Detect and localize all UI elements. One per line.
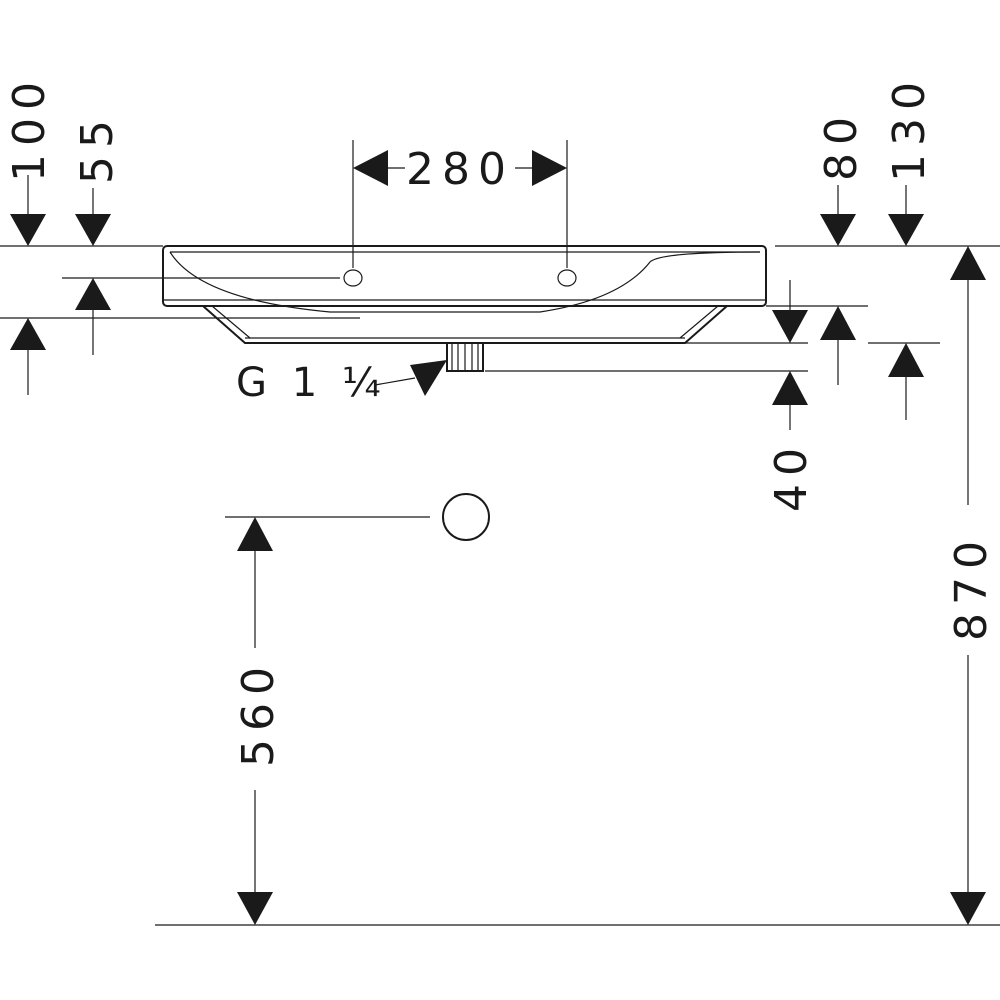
dimension-40: 40 xyxy=(766,280,817,512)
dim-560-label: 560 xyxy=(233,659,284,767)
dim-55-label: 55 xyxy=(72,112,123,184)
waste-outlet-circle xyxy=(442,493,490,541)
tap-hole-left xyxy=(343,269,363,287)
dim-870-label: 870 xyxy=(946,533,997,641)
dimension-560: 560 xyxy=(233,517,284,925)
dimension-280: 280 xyxy=(353,144,567,195)
dimension-130: 130 xyxy=(884,74,935,420)
tap-hole-right xyxy=(557,269,577,287)
extension-lines xyxy=(0,140,1000,926)
dimension-100: 100 xyxy=(4,74,55,395)
dim-40-label: 40 xyxy=(766,440,817,512)
dim-130-label: 130 xyxy=(884,74,935,182)
drain-thread-label: G 1 ¼ xyxy=(236,360,387,406)
dim-80-label: 80 xyxy=(816,109,867,181)
drain-thread-callout: G 1 ¼ xyxy=(236,360,447,406)
dimension-55: 55 xyxy=(72,112,123,355)
dim-100-label: 100 xyxy=(4,74,55,182)
basin-outline xyxy=(0,245,767,372)
dim-280-label: 280 xyxy=(406,144,514,195)
dimension-80: 80 xyxy=(816,109,867,385)
dimension-870: 870 xyxy=(946,246,997,925)
